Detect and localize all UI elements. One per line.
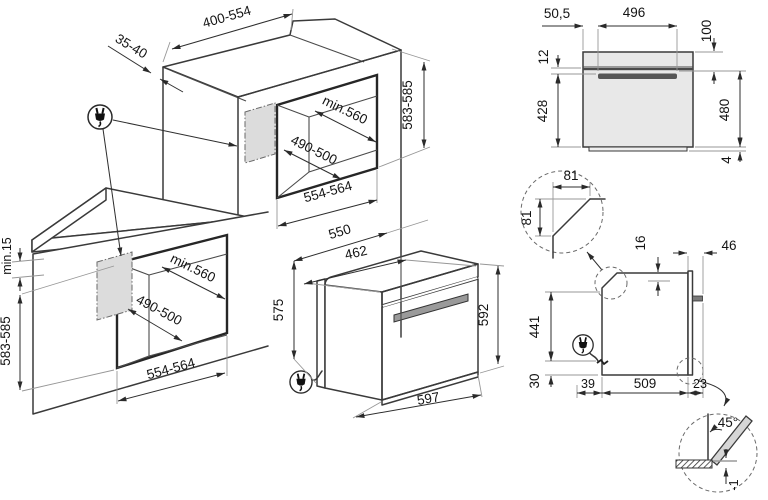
oven-dimensions: 550 462 575 592 597 bbox=[271, 219, 505, 419]
countertop-left-edge bbox=[31, 187, 107, 253]
plug-icon bbox=[289, 370, 313, 394]
dim-side-back-gap: 39 bbox=[581, 377, 595, 391]
dim-side-handle-depth: 46 bbox=[721, 238, 736, 253]
dim-front-top-to-handle: 100 bbox=[699, 20, 714, 43]
dim-front-handle-to-bottom: 428 bbox=[535, 100, 550, 123]
side-view-door bbox=[687, 270, 694, 376]
oven-front-view: 50,5 496 100 12 428 480 4 bbox=[535, 5, 746, 164]
base-cabinet-connection-area bbox=[96, 251, 133, 321]
dim-corner-width: 81 bbox=[563, 168, 578, 183]
side-view-body bbox=[601, 272, 689, 376]
detail-leader-curve bbox=[698, 380, 731, 407]
dim-front-body-height: 480 bbox=[717, 99, 732, 122]
dim-corner-height: 81 bbox=[519, 210, 534, 225]
detail-circle-top bbox=[594, 266, 628, 300]
detail-leader-arrow bbox=[586, 251, 603, 271]
side-view-handle bbox=[692, 295, 703, 302]
dim-side-bottom-recess: 30 bbox=[527, 373, 542, 388]
dim-tall-niche-height: 583-585 bbox=[400, 80, 415, 130]
dim-tall-front-gap: 35-40 bbox=[113, 31, 150, 62]
dim-tall-top-depth: 400-554 bbox=[201, 3, 253, 31]
oven-control-panel bbox=[381, 263, 479, 306]
detail-circle bbox=[520, 170, 604, 254]
dim-plinth-offset: -1 bbox=[727, 479, 741, 490]
dim-front-panel-handle-gap: 12 bbox=[536, 49, 551, 64]
dim-oven-front-height: 592 bbox=[476, 304, 491, 327]
plug-icon bbox=[87, 104, 113, 130]
dim-oven-width: 597 bbox=[416, 389, 441, 408]
side-view-cable bbox=[588, 351, 599, 362]
plug-icon bbox=[571, 333, 595, 357]
oven-left-side bbox=[324, 279, 383, 401]
detail-circle bbox=[678, 413, 758, 493]
dim-side-door-depth: 23 bbox=[693, 377, 707, 391]
tall-cabinet-top-strip-line bbox=[171, 70, 247, 102]
plinth-chamfer-bar bbox=[710, 415, 753, 466]
dim-base-top-gap: min.15 bbox=[0, 237, 14, 275]
power-connection-callout bbox=[87, 104, 238, 257]
plinth-chamfer-detail: 45° -1 bbox=[675, 413, 758, 493]
front-view-panel-line bbox=[583, 68, 693, 71]
dim-side-body-height: 441 bbox=[527, 316, 542, 339]
front-view-handle bbox=[598, 73, 677, 79]
oven-handle bbox=[393, 293, 469, 323]
dim-oven-niche-depth: 550 bbox=[327, 221, 353, 242]
dim-side-body-depth: 509 bbox=[634, 376, 657, 391]
tall-cabinet-connection-area bbox=[244, 102, 276, 164]
front-view-body bbox=[582, 51, 694, 148]
corner-chamfer-detail: 81 81 bbox=[519, 168, 606, 271]
tall-cabinet-top-notch-line bbox=[289, 34, 365, 63]
oven-panel-gap bbox=[382, 277, 478, 307]
side-view-cable-entry bbox=[596, 358, 609, 366]
dim-front-handle-width: 496 bbox=[623, 5, 646, 20]
dim-front-handle-offset: 50,5 bbox=[544, 6, 570, 21]
front-view-foot bbox=[588, 146, 688, 152]
dim-oven-body-depth: 462 bbox=[343, 243, 368, 263]
dim-front-foot-height: 4 bbox=[719, 156, 734, 164]
dim-plinth-angle: 45° bbox=[718, 415, 738, 430]
dim-oven-back-height: 575 bbox=[271, 299, 286, 322]
floor-hatch bbox=[675, 459, 713, 469]
oven-side-view: 16 46 441 30 39 509 23 bbox=[527, 235, 737, 407]
dim-side-top-clearance: 16 bbox=[633, 235, 648, 250]
dim-base-niche-height: 583-585 bbox=[0, 316, 13, 366]
